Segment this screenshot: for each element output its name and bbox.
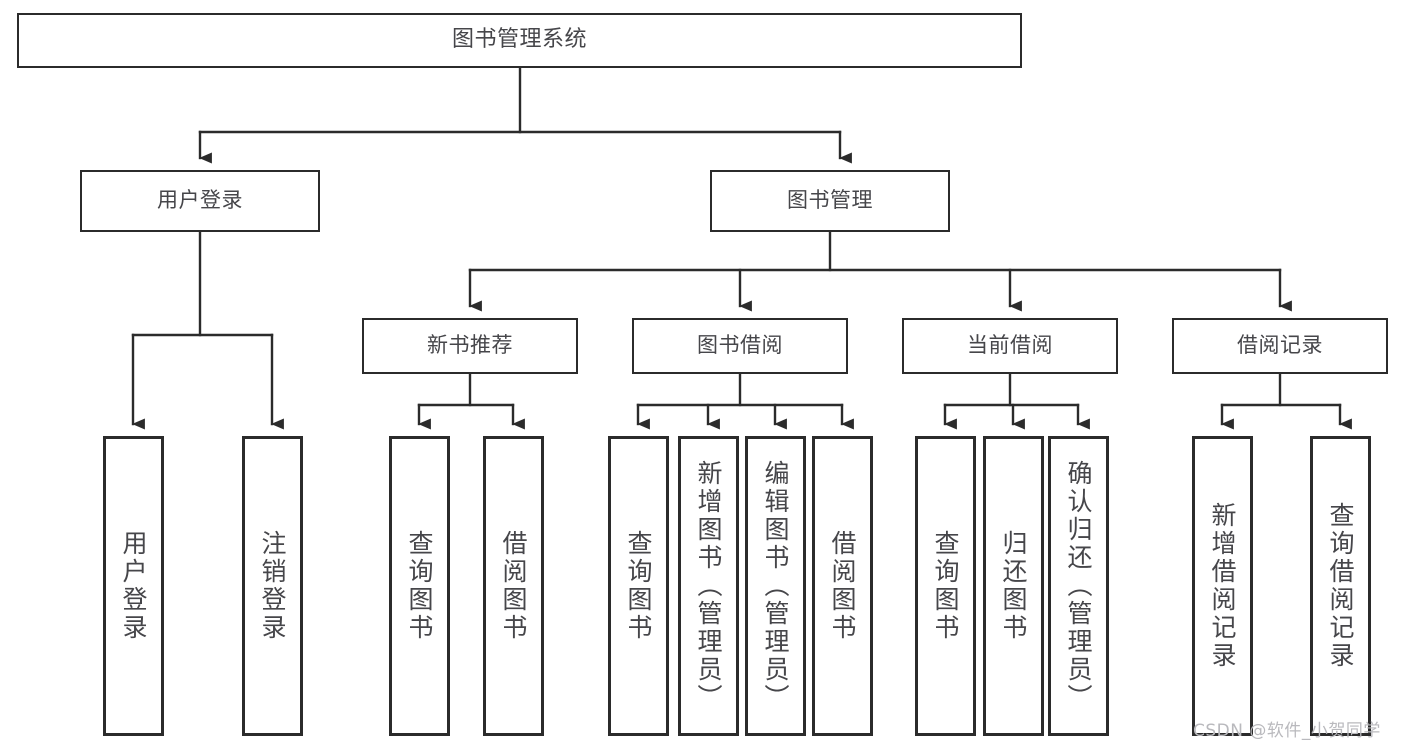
leaf-current-borrow-return[interactable]: 归还图书 xyxy=(983,436,1044,736)
leaf-book-borrow-query[interactable]: 查询图书 xyxy=(608,436,669,736)
leaf-book-borrow-borrow[interactable]: 借阅图书 xyxy=(812,436,873,736)
node-label: 新书推荐 xyxy=(427,333,513,358)
node-label: 注销登录 xyxy=(258,530,287,642)
leaf-new-book-borrow[interactable]: 借阅图书 xyxy=(483,436,544,736)
node-label: 新增借阅记录 xyxy=(1208,502,1237,670)
leaf-current-borrow-query[interactable]: 查询图书 xyxy=(915,436,976,736)
node-book-management[interactable]: 图书管理 xyxy=(710,170,950,232)
node-label: 编辑图书（管理员） xyxy=(761,460,790,712)
leaf-borrow-record-add[interactable]: 新增借阅记录 xyxy=(1192,436,1253,736)
node-label: 借阅图书 xyxy=(499,530,528,642)
node-label: 图书借阅 xyxy=(697,333,783,358)
node-label: 查询图书 xyxy=(624,530,653,642)
node-label: 图书管理 xyxy=(787,188,873,213)
node-label: 借阅记录 xyxy=(1237,333,1323,358)
node-label: 查询借阅记录 xyxy=(1326,502,1355,670)
node-label: 新增图书（管理员） xyxy=(694,460,723,712)
node-label: 图书管理系统 xyxy=(451,27,587,53)
node-label: 用户登录 xyxy=(157,188,243,213)
node-borrow-record[interactable]: 借阅记录 xyxy=(1172,318,1388,374)
node-label: 归还图书 xyxy=(999,530,1028,642)
node-label: 查询图书 xyxy=(931,530,960,642)
node-label: 借阅图书 xyxy=(828,530,857,642)
node-root-system[interactable]: 图书管理系统 xyxy=(17,13,1022,68)
node-label: 用户登录 xyxy=(119,530,148,642)
leaf-book-borrow-add[interactable]: 新增图书（管理员） xyxy=(678,436,739,736)
node-user-login[interactable]: 用户登录 xyxy=(80,170,320,232)
node-book-borrow[interactable]: 图书借阅 xyxy=(632,318,848,374)
leaf-new-book-query[interactable]: 查询图书 xyxy=(389,436,450,736)
node-new-book-recommend[interactable]: 新书推荐 xyxy=(362,318,578,374)
node-current-borrow[interactable]: 当前借阅 xyxy=(902,318,1118,374)
leaf-current-borrow-confirm-return[interactable]: 确认归还（管理员） xyxy=(1048,436,1109,736)
leaf-borrow-record-query[interactable]: 查询借阅记录 xyxy=(1310,436,1371,736)
node-label: 确认归还（管理员） xyxy=(1064,460,1093,712)
node-label: 查询图书 xyxy=(405,530,434,642)
node-label: 当前借阅 xyxy=(967,333,1053,358)
leaf-book-borrow-edit[interactable]: 编辑图书（管理员） xyxy=(745,436,806,736)
csdn-watermark: CSDN @软件_小贺同学 xyxy=(1193,721,1381,741)
leaf-user-login-logout[interactable]: 注销登录 xyxy=(242,436,303,736)
leaf-user-login-login[interactable]: 用户登录 xyxy=(103,436,164,736)
